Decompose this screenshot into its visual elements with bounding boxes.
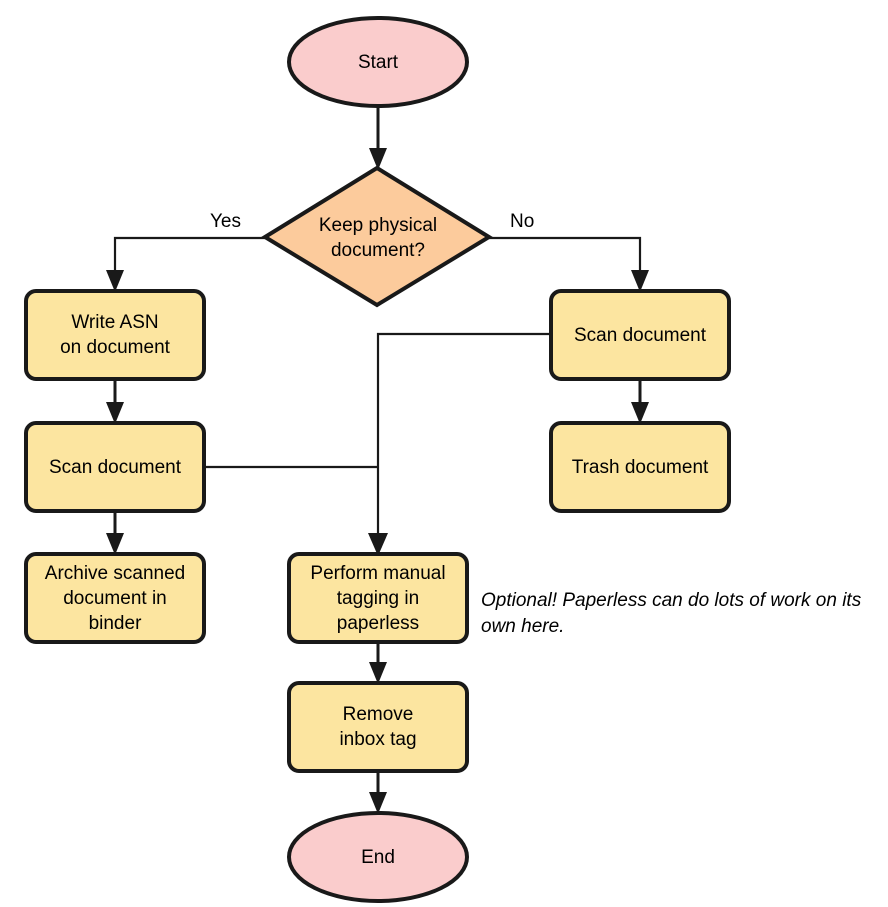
node-remove-inbox-tag[interactable] [287,681,469,773]
optional-note-text: Optional! Paperless can do lots of work … [481,590,862,637]
edge-scan-left-to-archive [106,511,124,555]
node-write-asn[interactable] [24,289,206,381]
edge-label-no: No [510,211,535,232]
node-perform-manual-tagging[interactable] [287,552,469,644]
node-keep-physical-document[interactable] [261,165,493,308]
edge-no-to-scan-right [489,236,649,292]
edge-manual-tagging-to-remove-inbox [369,642,387,684]
edge-scan-right-to-trash [631,379,649,424]
node-scan-document-left[interactable] [24,421,206,513]
edge-yes-to-write-asn [106,236,265,292]
edges-layer [106,106,649,814]
node-trash-document[interactable] [549,421,731,513]
edge-start-to-decision [369,106,387,170]
edge-label-yes: Yes [210,211,241,232]
edge-scan-right-to-manual-tagging [368,332,551,556]
node-end[interactable] [287,811,469,903]
edge-remove-inbox-to-end [369,771,387,814]
node-scan-document-right[interactable] [549,289,731,381]
nodes-layer [24,16,731,903]
node-start[interactable] [287,16,469,108]
node-archive-scanned-document[interactable] [24,552,206,644]
edge-write-asn-to-scan-left [106,379,124,424]
